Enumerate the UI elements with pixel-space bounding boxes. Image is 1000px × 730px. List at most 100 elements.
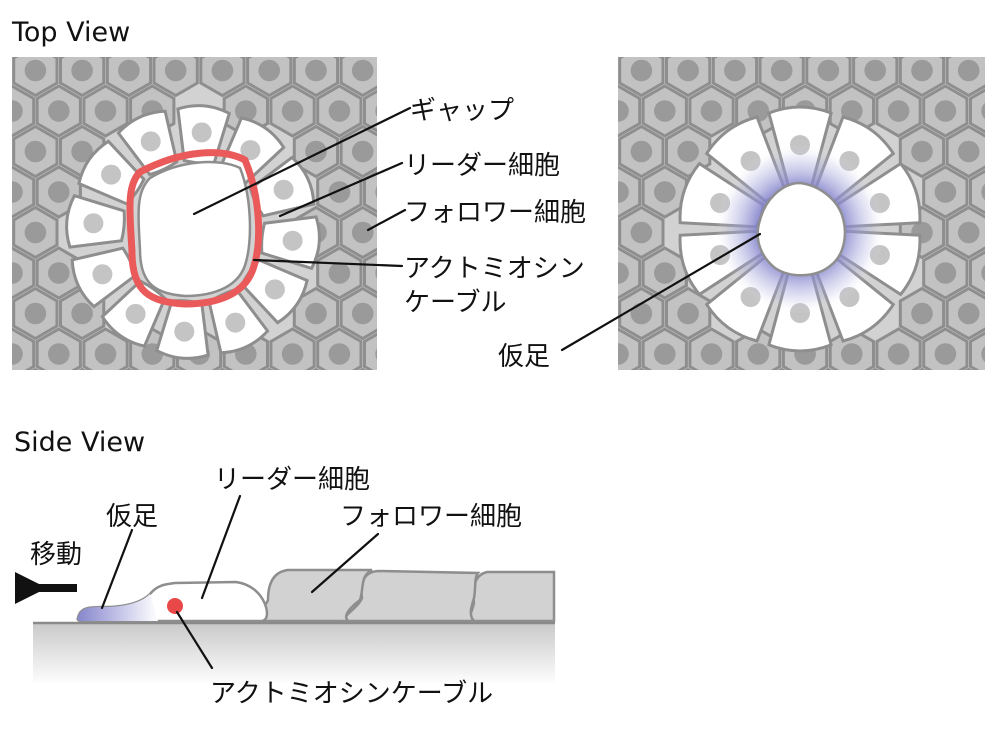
cell-nucleus — [375, 19, 397, 41]
cell-nucleus — [191, 122, 212, 143]
top-view-right-panel — [550, 5, 1000, 420]
cell-nucleus — [911, 384, 933, 406]
cell-nucleus — [677, 140, 699, 163]
epithelial-cell — [0, 208, 10, 258]
epithelial-cell — [618, 165, 642, 219]
side-lamellipodium-label: 仮足 — [106, 502, 158, 532]
cell-nucleus — [724, 384, 746, 406]
cell-nucleus — [71, 384, 93, 406]
epithelial-cell — [12, 165, 36, 219]
cell-nucleus — [841, 343, 863, 365]
cell-nucleus — [101, 164, 122, 185]
cell-nucleus — [864, 59, 886, 82]
epithelial-cell — [618, 246, 642, 300]
cell-nucleus — [747, 343, 770, 365]
cell-nucleus — [584, 222, 606, 244]
cell-nucleus — [328, 262, 351, 284]
cell-nucleus — [399, 60, 421, 82]
cell-nucleus — [818, 384, 840, 406]
top-view-left-panel — [0, 5, 431, 420]
epithelial-cell — [596, 5, 639, 55]
epithelial-cell — [573, 46, 616, 96]
follower-cell-side-2 — [342, 569, 481, 623]
epithelial-cell — [224, 5, 267, 55]
epithelial-cell — [690, 5, 733, 55]
epithelial-cell — [971, 5, 1000, 55]
actomyosin-leader-line — [252, 258, 404, 268]
cell-nucleus — [282, 19, 304, 41]
cell-nucleus — [841, 19, 863, 41]
cell-nucleus — [375, 186, 377, 198]
cell-nucleus — [911, 140, 933, 163]
cell-nucleus — [118, 384, 140, 406]
cell-nucleus — [305, 302, 327, 325]
cell-nucleus — [618, 262, 629, 284]
cell-nucleus — [211, 59, 234, 82]
cell-nucleus — [12, 181, 23, 203]
cell-nucleus — [48, 100, 70, 122]
cell-nucleus — [305, 384, 327, 406]
cell-nucleus — [328, 343, 351, 365]
epithelial-cell — [877, 5, 920, 55]
epithelial-cell — [550, 86, 593, 136]
cell-nucleus — [934, 262, 957, 284]
cell-nucleus — [125, 303, 146, 324]
migration-label: 移動 — [30, 540, 82, 570]
cell-nucleus — [328, 100, 351, 122]
epithelial-cell — [550, 5, 593, 55]
cell-nucleus — [957, 302, 980, 325]
cell-nucleus — [94, 100, 117, 122]
epithelial-cell — [358, 367, 367, 370]
epithelial-cell — [573, 127, 616, 177]
epithelial-cell — [964, 367, 973, 370]
cell-nucleus — [375, 267, 377, 279]
epithelial-cell — [388, 46, 431, 96]
cell-nucleus — [560, 100, 582, 122]
cell-nucleus — [631, 384, 653, 406]
actomyosin-cable-label-line2: ケーブル — [404, 288, 506, 318]
side-follower-cell-label: フォロワー細胞 — [340, 502, 522, 532]
epithelial-cell — [265, 367, 274, 370]
follower-cell-label: フォロワー細胞 — [404, 198, 586, 228]
cell-nucleus — [981, 345, 985, 363]
cell-nucleus — [258, 59, 281, 82]
epithelial-cell — [171, 367, 180, 370]
cell-nucleus — [771, 384, 793, 406]
epithelial-cell — [363, 170, 377, 214]
cell-nucleus — [654, 100, 676, 122]
epithelial-cell — [969, 250, 985, 296]
cell-nucleus — [618, 343, 629, 365]
wound-edge-cells — [65, 104, 321, 360]
closing-gap-area — [756, 181, 847, 277]
epithelial-cell — [271, 5, 314, 55]
cell-nucleus — [281, 343, 304, 365]
epithelial-cell — [363, 89, 377, 133]
cell-nucleus — [630, 302, 653, 325]
cell-nucleus — [677, 59, 699, 82]
cell-nucleus — [225, 312, 246, 333]
epithelial-cell — [12, 246, 36, 300]
lamellipodium-leader-line — [560, 232, 762, 352]
cell-nucleus — [188, 19, 210, 41]
epithelial-cell — [131, 5, 174, 55]
epithelial-cell — [365, 5, 408, 55]
cell-nucleus — [92, 264, 113, 285]
cell-nucleus — [654, 19, 676, 41]
epithelial-cell — [643, 5, 686, 55]
epithelial-cell — [994, 370, 1000, 420]
cell-nucleus — [748, 19, 770, 41]
epithelial-cell — [0, 370, 10, 420]
epithelial-cell — [918, 367, 926, 370]
cell-nucleus — [94, 343, 117, 365]
cell-nucleus — [630, 59, 653, 82]
epithelial-cell — [737, 5, 780, 55]
side-follower-cell-leader-line — [310, 532, 380, 594]
side-leader-cell-label: リーダー細胞 — [214, 465, 370, 495]
cell-nucleus — [724, 59, 746, 82]
epithelial-cell — [824, 367, 833, 370]
cell-nucleus — [142, 19, 164, 41]
cell-nucleus — [888, 19, 910, 41]
epithelial-cell — [637, 367, 646, 370]
cell-nucleus — [887, 100, 910, 122]
